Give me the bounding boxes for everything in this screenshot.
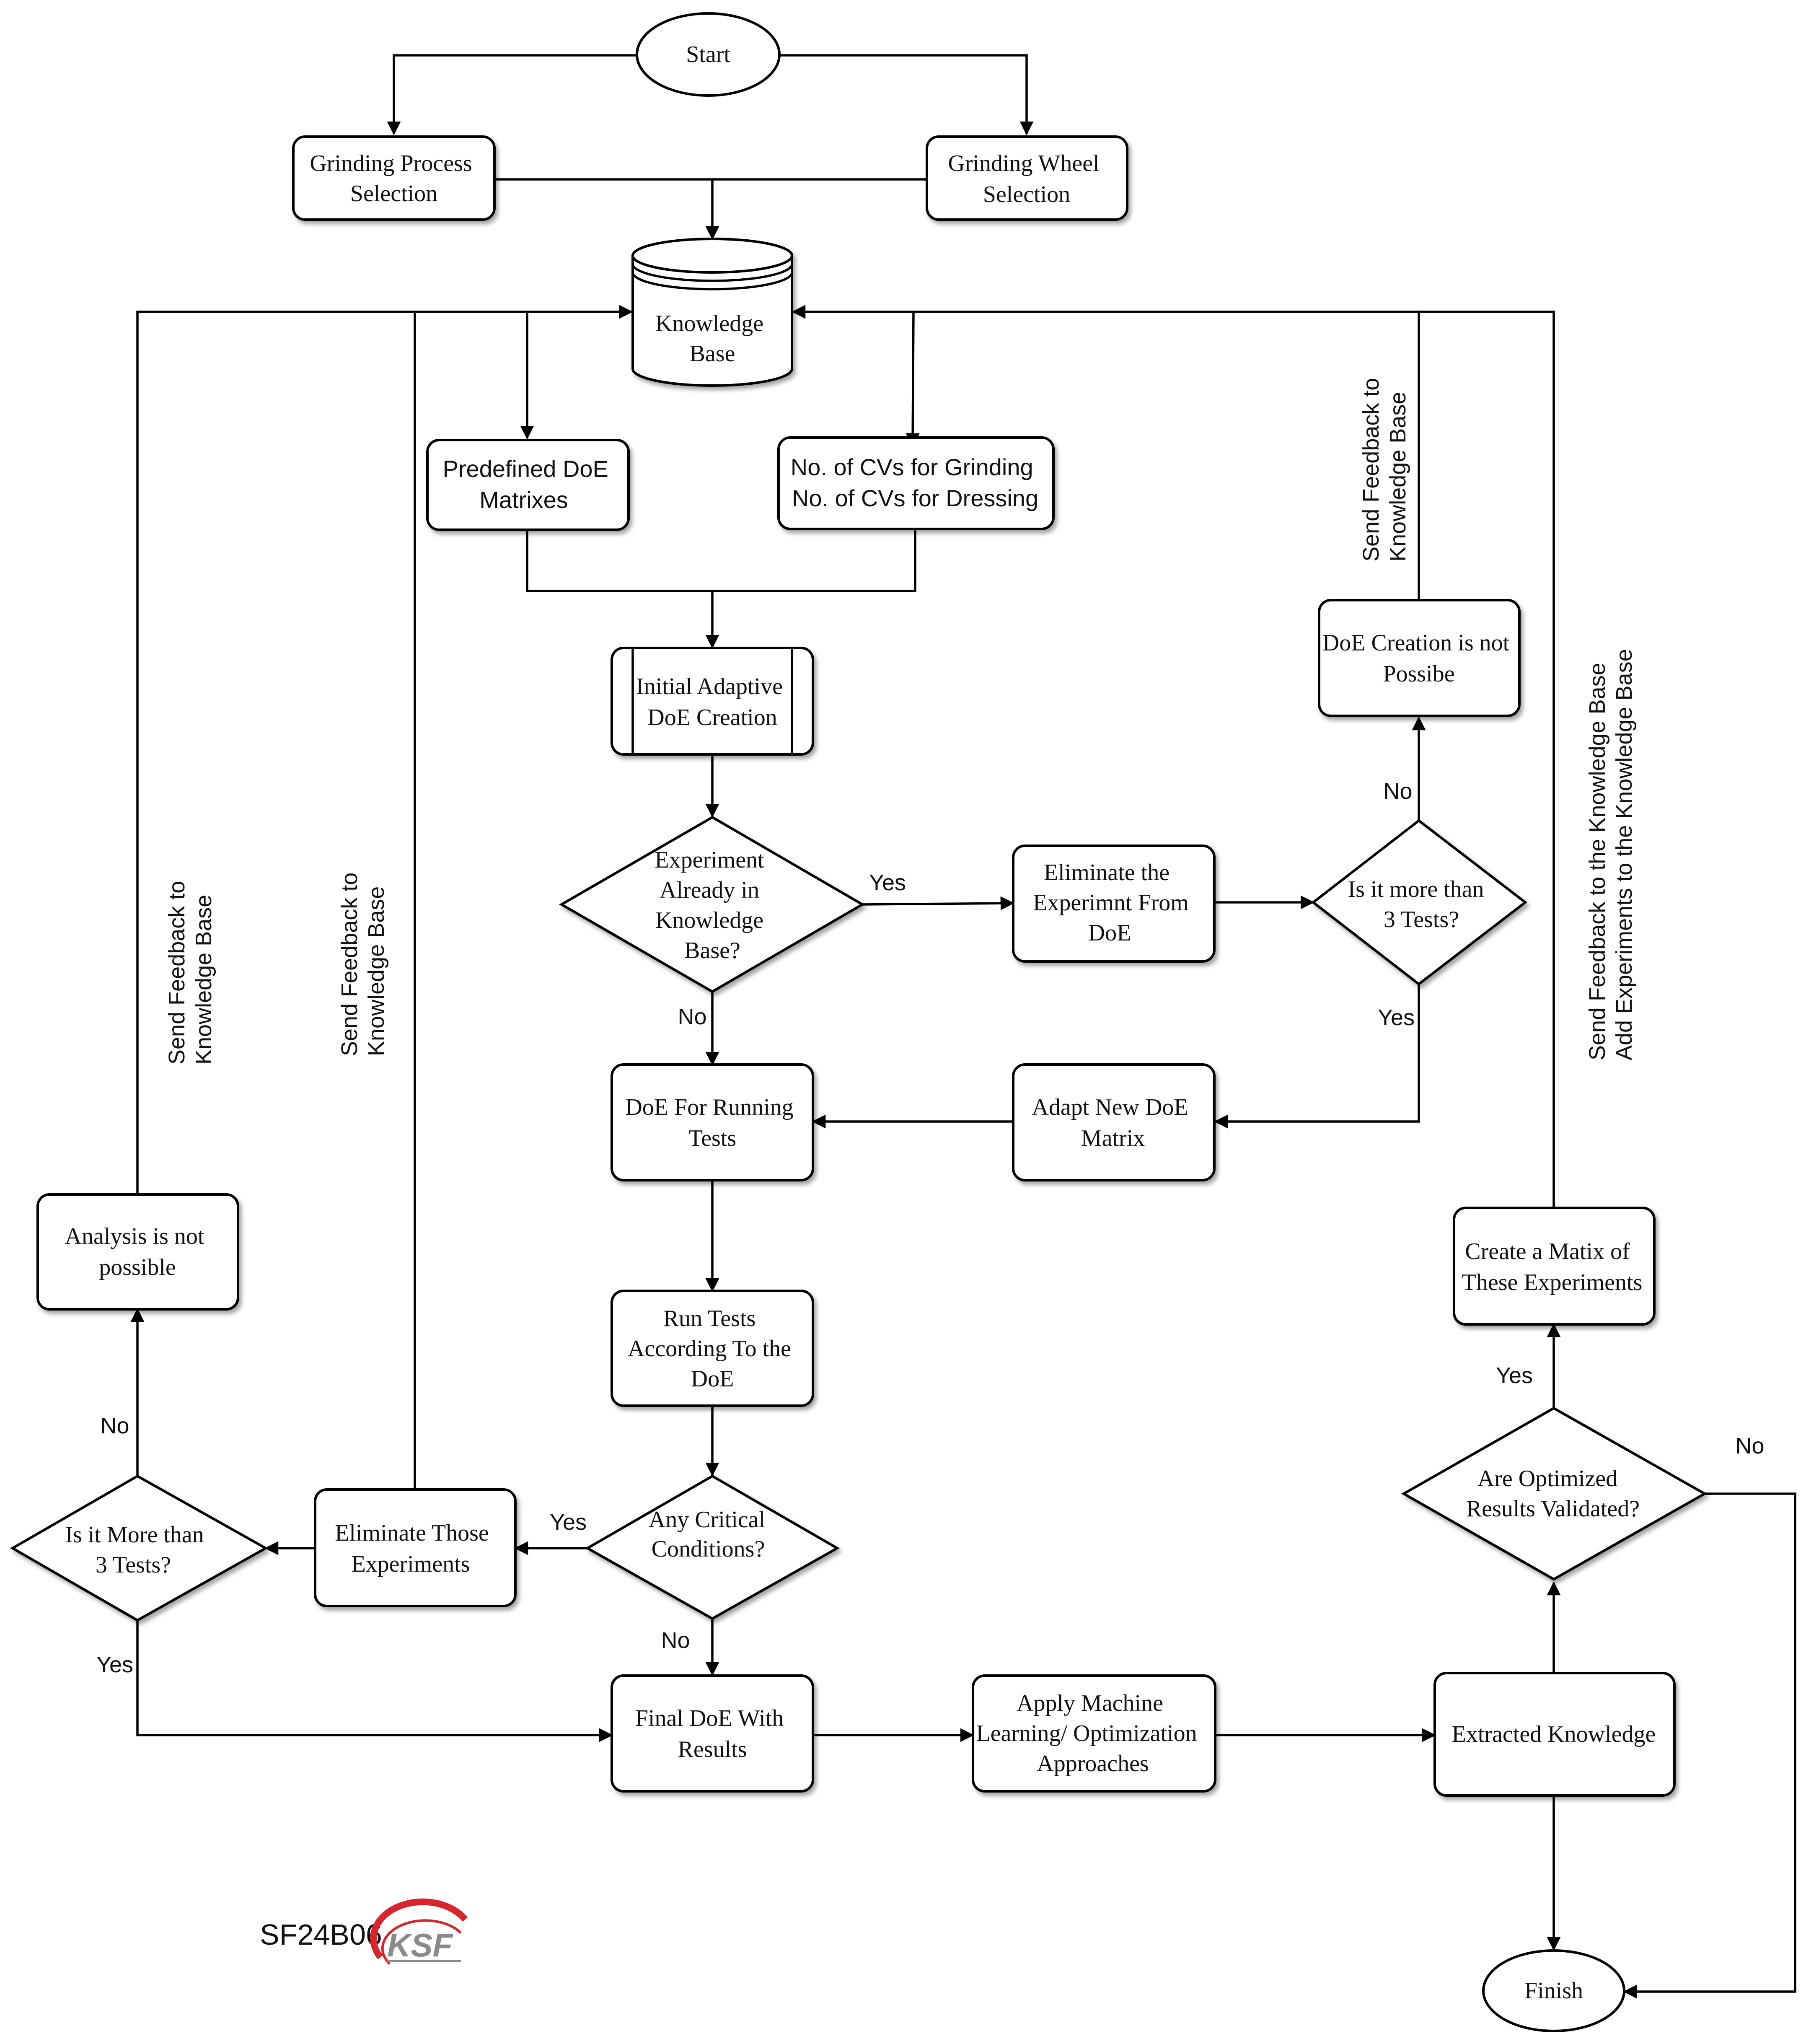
edge-analysis-feedback [136,305,633,1194]
label-no-experiment: No [678,1004,706,1029]
more-than-3-left-decision: Is it More than 3 Tests? [10,1474,269,1622]
edge-start-to-wheel [780,54,1034,135]
more-than-3-top-decision: Is it more than 3 Tests? [1311,819,1527,986]
create-matrix-label: Create a Matix of These Experiments [1462,1238,1643,1295]
logo-text: KSF [387,1927,453,1964]
final-doe-label: Final DoE With Results [635,1705,789,1762]
edge-labels: Yes No No Yes Yes No No Yes Yes No [96,779,1765,1677]
feedback-top-right-label: Send Feedback to Knowledge Base [1358,372,1410,562]
edge-top-check-yes [1214,984,1420,1129]
knowledge-base-label: Knowledge Base [655,311,769,367]
edge-start-to-process [387,54,636,135]
label-no-validated: No [1735,1433,1764,1459]
predefined-doe-label: Predefined DoE Matrixes [443,456,615,513]
label-yes-left: Yes [96,1652,133,1677]
run-tests-label: Run Tests According To the DoE [628,1306,797,1392]
more-than-3-top-label: Is it more than 3 Tests? [1348,876,1490,933]
experiment-in-kb-label: Experiment Already in Knowledge Base? [655,847,770,964]
adapt-new-doe-label: Adapt New DoE Matrix [1032,1094,1194,1151]
grinding-wheel-node: Grinding Wheel Selection [926,135,1128,221]
edge-decision-yes-to-eliminate [862,896,1014,910]
create-matrix-node: Create a Matix of These Experiments [1453,1207,1656,1326]
finish-node: Finish [1482,1949,1625,2032]
label-no-left: No [100,1413,129,1438]
vertical-labels: Send Feedback to Knowledge Base Send Fee… [164,372,1637,1065]
adapt-new-doe-node: Adapt New DoE Matrix [1012,1063,1216,1181]
eliminate-experiment-label: Eliminate the Experimnt From DoE [1033,860,1195,946]
feedback-left-label: Send Feedback to Knowledge Base [337,866,389,1056]
analysis-not-possible-label: Analysis is not possible [65,1223,210,1280]
predefined-doe-node: Predefined DoE Matrixes [426,439,630,531]
grinding-process-label: Grinding Process Selection [310,150,478,207]
nodes: Start Grinding Process Selection Grindin… [10,12,1708,2032]
critical-conditions-decision: Any Critical Conditions? [585,1474,840,1620]
edge-create-matrix-feedback [1419,311,1555,1207]
final-doe-node: Final DoE With Results [611,1674,814,1793]
label-yes-validated: Yes [1496,1363,1533,1388]
edge-left-check-yes [136,1620,613,1742]
feedback-far-right-label: Send Feedback to the Knowledge Base Add … [1585,649,1637,1060]
doe-not-possible-node: DoE Creation is not Possibe [1318,599,1521,717]
edges [130,54,1796,1999]
optimized-validated-label: Are Optimized Results Validated? [1466,1466,1640,1522]
label-yes-critical: Yes [550,1510,587,1535]
label-no-critical: No [661,1628,690,1653]
eliminate-those-label: Eliminate Those Experiments [335,1520,495,1577]
optimized-validated-decision: Are Optimized Results Validated? [1401,1407,1708,1581]
label-yes-top: Yes [1378,1005,1415,1030]
grinding-process-node: Grinding Process Selection [292,135,496,221]
label-no-top: No [1383,779,1412,804]
feedback-far-left-label: Send Feedback to Knowledge Base [164,875,216,1065]
analysis-not-possible-node: Analysis is not possible [36,1193,239,1311]
apply-ml-label: Apply Machine Learning/ Optimization App… [976,1690,1203,1777]
doe-running-label: DoE For Running Tests [625,1094,799,1151]
knowledge-base-node: Knowledge Base [631,238,793,387]
cvs-node: No. of CVs for Grinding No. of CVs for D… [777,436,1055,530]
doe-running-node: DoE For Running Tests [611,1063,814,1181]
label-yes-experiment: Yes [869,870,906,895]
doe-not-possible-label: DoE Creation is not Possibe [1322,630,1515,687]
initial-doe-node: Initial Adaptive DoE Creation [611,647,814,756]
ksf-logo: KSF [370,1898,468,1965]
finish-label: Finish [1524,1978,1583,2004]
edge-predefined-cvs-merge [526,529,916,592]
eliminate-those-node: Eliminate Those Experiments [314,1488,517,1607]
experiment-in-kb-decision: Experiment Already in Knowledge Base? [559,816,865,993]
extracted-knowledge-node: Extracted Knowledge [1433,1672,1676,1797]
run-tests-node: Run Tests According To the DoE [611,1290,814,1407]
grinding-wheel-label: Grinding Wheel Selection [948,150,1105,207]
more-than-3-left-label: Is it More than 3 Tests? [65,1522,210,1578]
edge-validated-no [1623,1492,1796,1999]
eliminate-experiment-node: Eliminate the Experimnt From DoE [1012,845,1216,963]
critical-conditions-label: Any Critical Conditions? [649,1507,771,1562]
initial-doe-label: Initial Adaptive DoE Creation [636,674,789,731]
start-node: Start [636,12,781,97]
footer: SF24B06 KSF [260,1898,468,1965]
extracted-knowledge-label: Extracted Knowledge [1452,1721,1656,1747]
footer-code: SF24B06 [260,1918,382,1951]
apply-ml-node: Apply Machine Learning/ Optimization App… [972,1674,1216,1793]
cvs-label: No. of CVs for Grinding No. of CVs for D… [791,454,1040,511]
start-label: Start [686,41,730,67]
